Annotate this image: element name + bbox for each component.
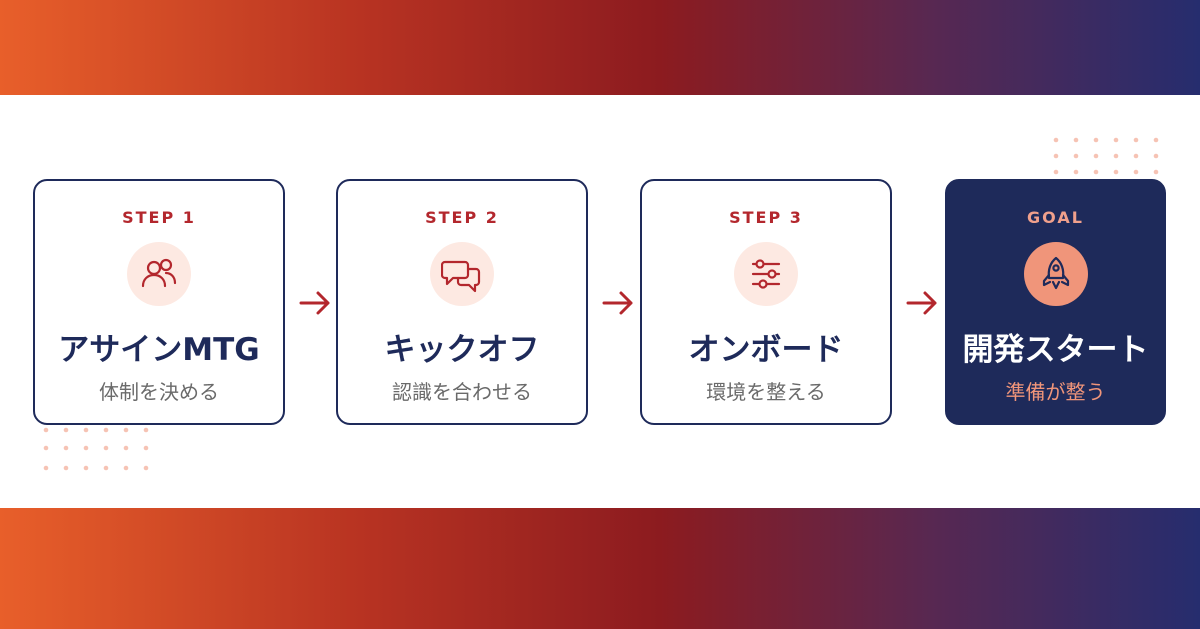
step-2-label: STEP 2 [425, 208, 499, 227]
step-2-subtitle: 認識を合わせる [392, 380, 532, 404]
goal-card: GOAL 開発スタート 準備が整う [945, 179, 1166, 425]
goal-title: 開発スタート [962, 332, 1149, 368]
step-3-label: STEP 3 [729, 208, 803, 227]
step-3-card: STEP 3 オンボード 環境を整える [640, 179, 892, 425]
step-1-title: アサインMTG [58, 332, 260, 368]
step-2-icon-badge [430, 242, 494, 306]
step-1-icon-badge [127, 242, 191, 306]
step-2-card: STEP 2 キックオフ 認識を合わせる [336, 179, 588, 425]
users-icon [141, 258, 177, 288]
arrow-right-icon [906, 291, 937, 315]
arrow-right-icon [299, 291, 330, 315]
arrow-right-icon [602, 291, 633, 315]
rocket-icon [1042, 256, 1069, 290]
step-3-subtitle: 環境を整える [706, 380, 826, 404]
top-gradient-band [0, 0, 1200, 95]
step-1-card: STEP 1 アサインMTG 体制を決める [33, 179, 285, 425]
step-1-subtitle: 体制を決める [99, 380, 219, 404]
goal-subtitle: 準備が整う [1005, 380, 1106, 404]
dot-pattern-bottom-left [43, 427, 149, 471]
dot-pattern-top-right [1053, 137, 1159, 175]
step-3-title: オンボード [688, 332, 844, 368]
bottom-gradient-band [0, 508, 1200, 629]
step-3-icon-badge [734, 242, 798, 306]
step-2-title: キックオフ [384, 332, 540, 368]
goal-label: GOAL [1027, 208, 1084, 227]
sliders-icon [751, 259, 781, 289]
goal-icon-badge [1023, 242, 1088, 306]
step-1-label: STEP 1 [122, 208, 196, 227]
chat-bubbles-icon [441, 260, 481, 293]
